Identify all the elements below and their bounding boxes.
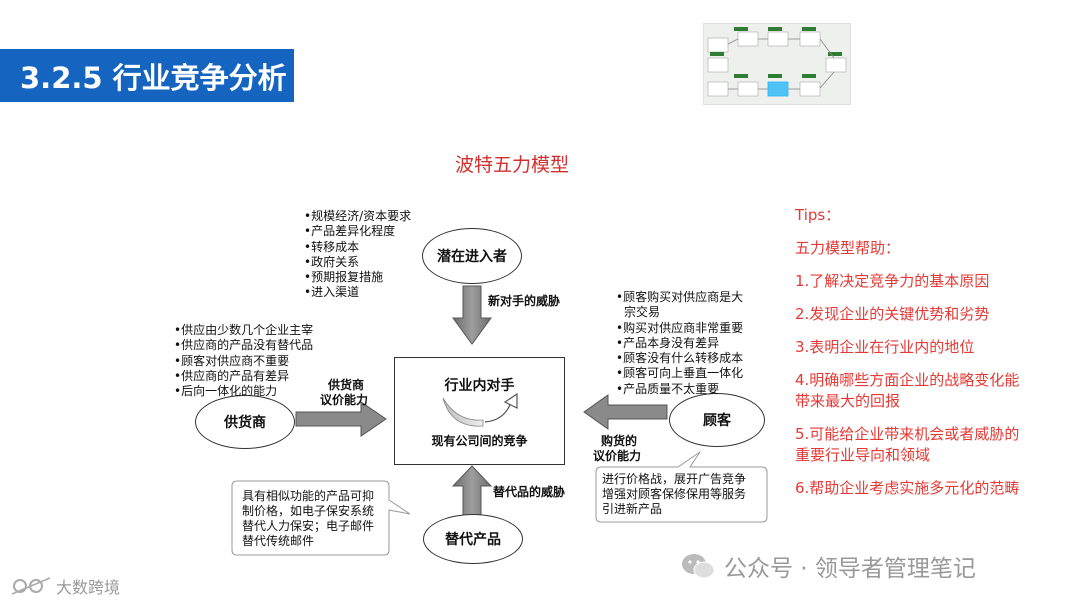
substitutes-oval: 替代产品 [423, 514, 523, 564]
buyer-arrow-label-2: 议价能力 [593, 449, 642, 463]
supplier-factors-list: •供应由少数几个企业主宰 •供应商的产品没有替代品 •顾客对供应商不重要 •供应… [174, 323, 313, 399]
entrants-threat-arrow [452, 285, 492, 345]
rivalry-cycle-icon [442, 392, 518, 427]
buyers-callout-bubble [595, 451, 768, 523]
list-item: •供应商的产品没有替代品 [174, 338, 314, 353]
supplier-arrow-label-1: 供货商 [328, 378, 365, 392]
tips-heading: Tips： [795, 206, 841, 224]
callout-line: 具有相似功能的产品可抑 [242, 489, 375, 503]
list-item: •顾客没有什么转移成本 [616, 351, 744, 366]
substitutes-label: 替代产品 [445, 532, 501, 548]
list-item: •购买对供应商非常重要 [616, 320, 744, 335]
watermark-left-text: 大数跨境 [56, 578, 121, 597]
watermark-logo-icon [11, 577, 51, 595]
tip-item: 4.明确哪些方面企业的战略变化能带来最大的回报 [795, 371, 1020, 410]
list-item: •产品本身没有差异 [616, 335, 720, 350]
tips-intro: 五力模型帮助： [795, 239, 901, 257]
suppliers-label: 供货商 [224, 415, 266, 431]
suppliers-oval: 供货商 [195, 395, 295, 449]
tip-item: 5.可能给企业带来机会或者威胁的重要行业导向和领域 [795, 425, 1020, 464]
tip-item: 3.表明企业在行业内的地位 [795, 338, 975, 356]
list-item: 宗交易 [624, 305, 661, 320]
rivalry-title: 行业内对手 [444, 378, 515, 394]
title-bar [0, 49, 294, 102]
list-item: •进入渠道 [304, 285, 360, 300]
list-item: •顾客可向上垂直一体化 [616, 366, 744, 381]
list-item: •预期报复措施 [304, 270, 384, 285]
rivalry-subtitle: 现有公司间的竞争 [431, 434, 528, 448]
callout-line: 替代传统邮件 [242, 534, 315, 548]
callout-line: 替代人力保安；电子邮件 [242, 519, 375, 533]
tips-panel: Tips： 五力模型帮助： 1.了解决定竞争力的基本原因 2.发现企业的关键优势… [795, 205, 1025, 511]
entrants-factors-list: •规模经济/资本要求 •产品差异化程度 •转移成本 •政府关系 •预期报复措施 … [304, 209, 411, 301]
callout-line: 制价格，如电子保安系统 [242, 504, 375, 518]
buyers-callout-text: 进行价格战，展开广告竞争 增强对顾客保修保用等服务 引进新产品 [602, 472, 746, 517]
buyer-factors-list: •顾客购买对供应商是大 宗交易 •购买对供应商非常重要 •产品本身没有差异 •顾… [616, 290, 743, 397]
supplier-power-arrow [295, 401, 387, 437]
process-thumbnail-image [703, 23, 851, 105]
substitutes-callout-text: 具有相似功能的产品可抑 制价格，如电子保安系统 替代人力保安；电子邮件 替代传统… [242, 489, 374, 549]
watermark-left: 大数跨境 [10, 574, 120, 598]
tip-item: 2.发现企业的关键优势和劣势 [795, 305, 990, 323]
buyers-oval: 顾客 [669, 393, 765, 447]
substitutes-threat-arrow [451, 465, 493, 518]
list-item: •规模经济/资本要求 [304, 209, 412, 223]
list-item: •顾客对供应商不重要 [174, 353, 290, 368]
list-item: •政府关系 [304, 254, 360, 269]
substitutes-arrow-label: 替代品的威胁 [493, 485, 566, 499]
callout-line: 进行价格战，展开广告竞争 [602, 472, 747, 486]
watermark-right: 公众号 · 领导者管理笔记 [680, 549, 976, 583]
buyers-label: 顾客 [703, 413, 731, 429]
tip-item: 1.了解决定竞争力的基本原因 [795, 272, 990, 290]
supplier-arrow-label-2: 议价能力 [320, 393, 369, 407]
list-item: •产品差异化程度 [304, 224, 396, 239]
tip-item: 6.帮助企业考虑实施多元化的范畴 [795, 479, 1020, 497]
process-thumbnail-graphic [707, 27, 847, 97]
list-item: •供应由少数几个企业主宰 [174, 323, 314, 337]
callout-line: 增强对顾客保修保用等服务 [602, 487, 747, 501]
list-item: •产品质量不太重要 [616, 381, 720, 396]
list-item: •后向一体化的能力 [174, 384, 278, 399]
list-item: •转移成本 [304, 239, 360, 254]
diagram-title: 波特五力模型 [455, 154, 570, 176]
entrants-arrow-label: 新对手的威胁 [488, 294, 561, 308]
potential-entrants-oval: 潜在进入者 [422, 228, 522, 284]
buyer-arrow-label-1: 购货的 [601, 434, 638, 448]
substitutes-callout-bubble [231, 480, 411, 556]
industry-rivalry-box: 行业内对手 现有公司间的竞争 [394, 357, 565, 465]
list-item: •顾客购买对供应商是大 [616, 290, 744, 304]
list-item: •供应商的产品有差异 [174, 368, 290, 383]
wechat-icon [682, 554, 715, 579]
potential-entrants-label: 潜在进入者 [437, 249, 507, 265]
buyer-power-arrow [583, 394, 668, 430]
watermark-right-text: 公众号 · 领导者管理笔记 [724, 556, 976, 582]
callout-line: 引进新产品 [602, 502, 663, 516]
page-title: 3.2.5 行业竞争分析 [20, 61, 287, 95]
